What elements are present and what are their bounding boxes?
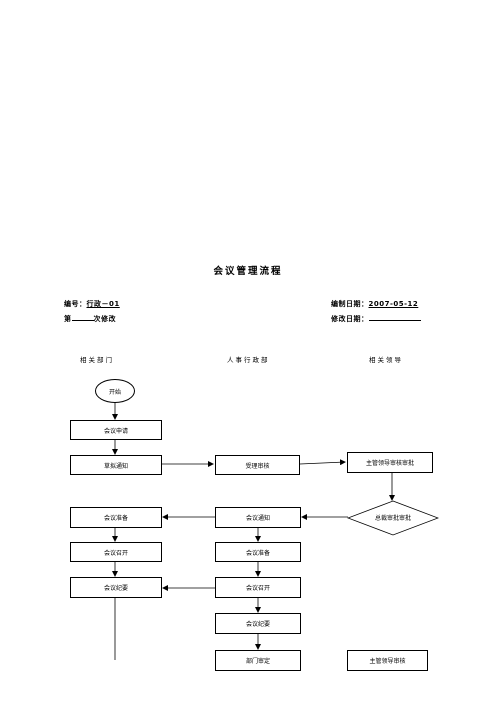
date-label: 编制日期： xyxy=(331,300,369,308)
node-dept-review: 部门审定 xyxy=(215,650,301,671)
compile-date: 编制日期：2007-05-12 xyxy=(331,299,418,309)
node-meeting-notice: 会议通知 xyxy=(215,507,301,528)
node-gm-approval-label: 总裁审批审批 xyxy=(374,515,411,522)
node-meeting-prep-dept: 会议准备 xyxy=(70,507,162,528)
node-meeting-held-dept: 会议召开 xyxy=(70,542,162,562)
revision-suffix: 次修改 xyxy=(93,315,116,323)
node-leader-review-2: 主管领导审核 xyxy=(347,650,428,671)
doc-number: 编号：行政－01 xyxy=(64,299,120,309)
number-label: 编号： xyxy=(64,300,87,308)
page-title: 会议管理流程 xyxy=(213,266,283,277)
node-gm-approval-diamond xyxy=(347,500,439,536)
node-apply: 会议申请 xyxy=(70,420,162,440)
number-value: 行政－01 xyxy=(86,300,120,308)
modified-date: 修改日期： xyxy=(331,313,421,324)
node-draft-notice: 草拟通知 xyxy=(70,455,162,475)
node-meeting-held-hr: 会议召开 xyxy=(215,577,301,598)
revision-count: 第 次修改 xyxy=(64,313,116,324)
modified-label: 修改日期： xyxy=(331,315,369,323)
date-value: 2007-05-12 xyxy=(368,300,419,308)
node-leader-review: 主管领导审核审批 xyxy=(347,452,433,473)
node-minutes-hr: 会议纪要 xyxy=(215,613,301,634)
revision-prefix: 第 xyxy=(64,315,72,323)
arrow-accept-leader xyxy=(299,459,346,466)
column-dept: 相关部门 xyxy=(80,356,114,364)
node-minutes-dept: 会议纪要 xyxy=(70,577,162,598)
modified-blank xyxy=(368,313,421,321)
node-accept-review: 受理审核 xyxy=(215,455,300,475)
revision-blank xyxy=(71,313,94,321)
column-hr: 人事行政部 xyxy=(227,356,270,364)
start-node: 开始 xyxy=(95,379,135,403)
node-meeting-prep-hr: 会议准备 xyxy=(215,542,301,562)
column-leader: 相关领导 xyxy=(369,356,403,364)
